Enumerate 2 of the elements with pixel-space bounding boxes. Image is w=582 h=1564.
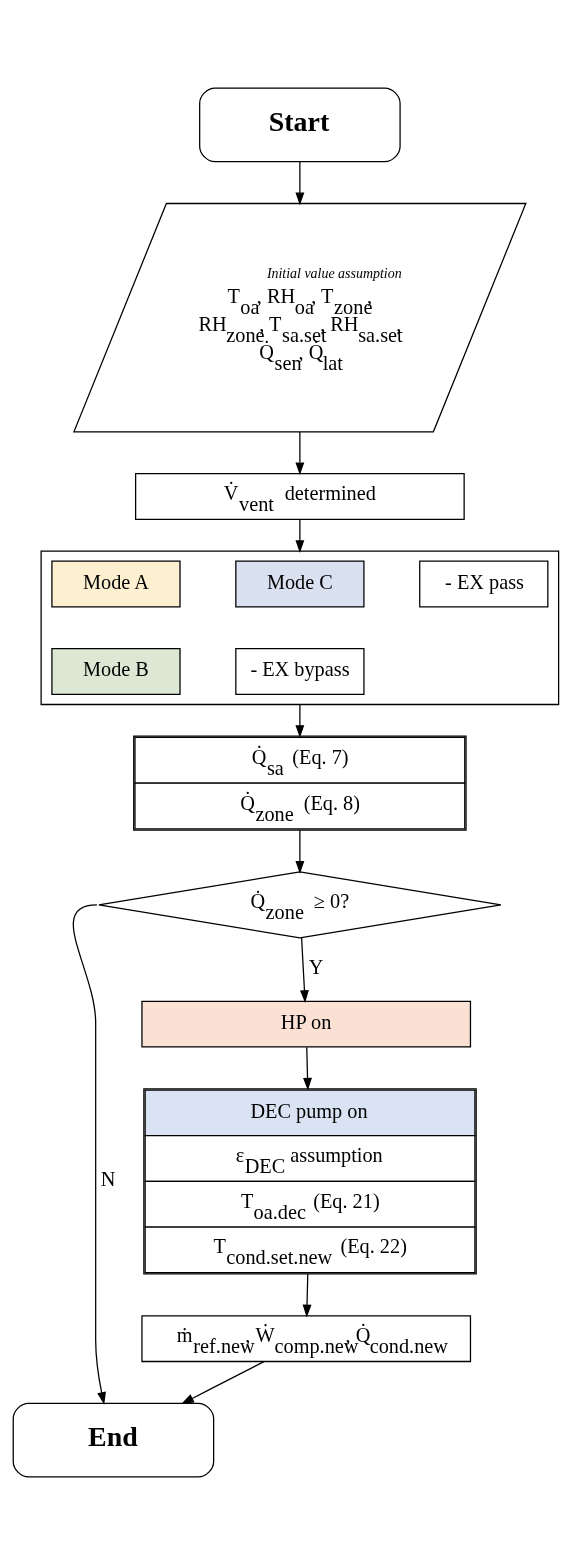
edge-label: N [100,1167,116,1190]
edge-label: Y [308,955,324,978]
